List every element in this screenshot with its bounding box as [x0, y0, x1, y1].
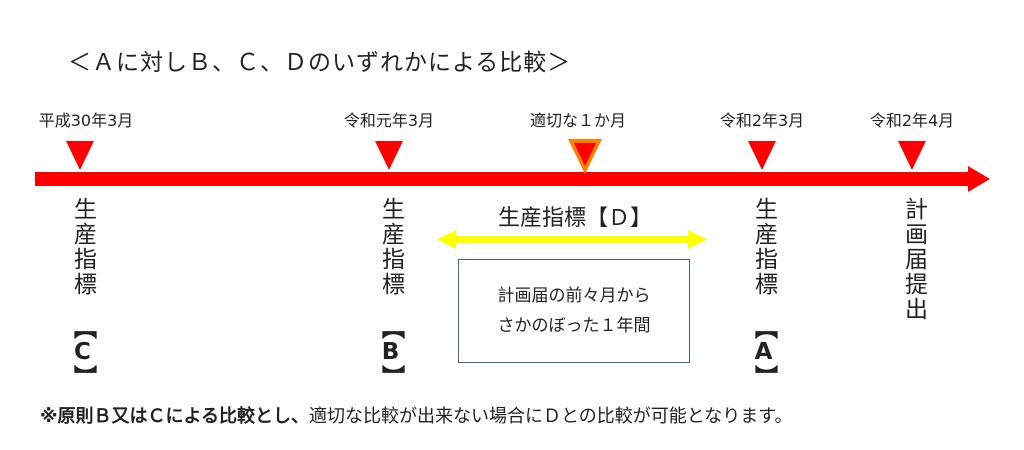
- timeline-arrow-head: [968, 166, 990, 192]
- date-label-h30-3: 平成30年3月: [38, 111, 134, 130]
- period-box-line2: さかのぼった１年間: [497, 316, 651, 336]
- label-production-index-a: 生産指標: [750, 197, 777, 297]
- date-label-r2-3: 令和2年3月: [719, 111, 805, 130]
- marker-r1-3: [375, 141, 403, 170]
- label-production-index-d: 生産指標【Ｄ】: [497, 206, 653, 231]
- date-label-r1-3: 令和元年3月: [343, 111, 435, 130]
- label-production-index-c: 生産指標: [69, 197, 96, 297]
- range-arrow-left-head: [437, 230, 456, 249]
- range-arrow-right-head: [688, 230, 707, 249]
- label-production-index-b: 生産指標: [377, 197, 404, 297]
- footnote: ※原則Ｂ又はＣによる比較とし、適切な比較が出来ない場合にＤとの比較が可能となりま…: [40, 402, 792, 428]
- footnote-normal: 適切な比較が出来ない場合にＤとの比較が可能となります。: [308, 406, 793, 427]
- marker-r2-3: [748, 141, 776, 170]
- range-arrow-shaft: [452, 236, 692, 243]
- bracket-a: 【A】: [750, 316, 777, 388]
- date-label-appropriate-month: 適切な１か月: [529, 111, 627, 130]
- timeline-arrow-shaft: [35, 172, 970, 186]
- bracket-b: 【B】: [377, 316, 404, 388]
- diagram-title: ＜Ａに対しＢ、Ｃ、Ｄのいずれかによる比較＞: [68, 50, 572, 76]
- marker-appropriate-month-inner: [574, 143, 596, 166]
- bracket-c: 【C】: [69, 316, 96, 388]
- label-plan-submission: 計画届提出: [900, 197, 927, 322]
- period-box-line1: 計画届の前々月から: [497, 286, 651, 306]
- marker-h30-3: [66, 141, 94, 170]
- period-box: 計画届の前々月から さかのぼった１年間: [458, 259, 690, 363]
- footnote-bold: ※原則Ｂ又はＣによる比較とし、: [40, 406, 309, 427]
- date-label-r2-4: 令和2年4月: [869, 111, 955, 130]
- marker-r2-4: [898, 141, 926, 170]
